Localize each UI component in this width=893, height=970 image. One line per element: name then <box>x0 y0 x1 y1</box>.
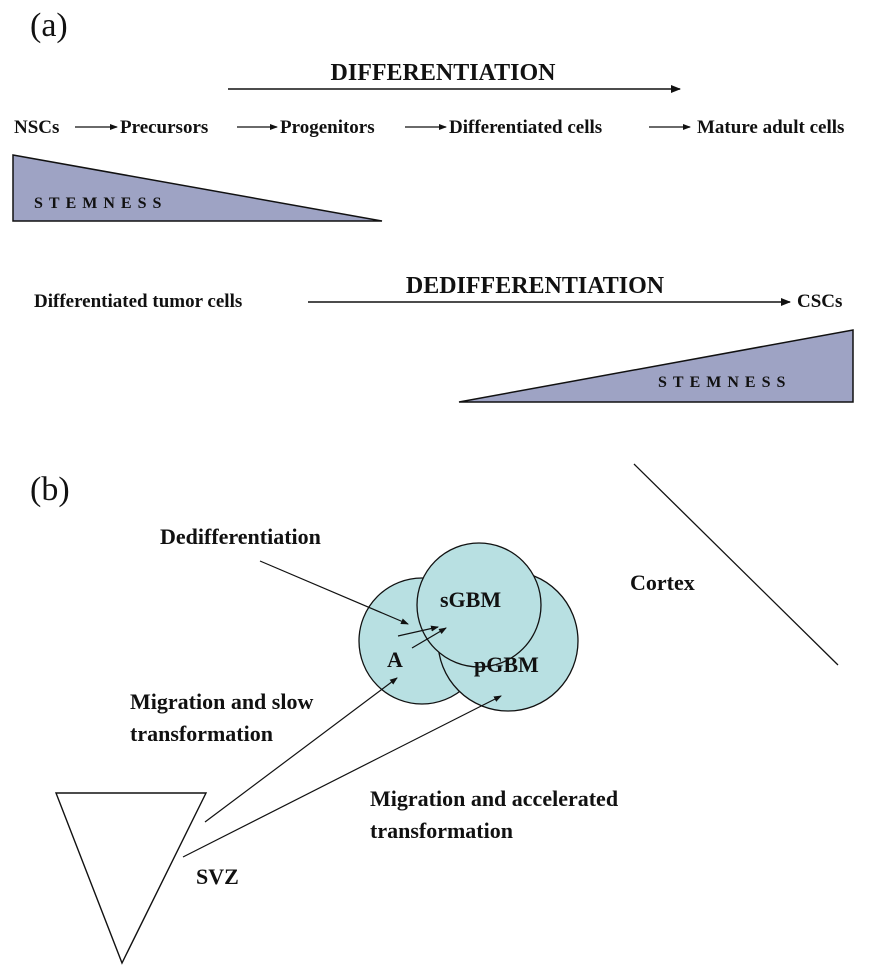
dedifferentiation-label: Dedifferentiation <box>160 524 321 549</box>
accelerated-migration-arrow <box>182 695 502 858</box>
svz-label: SVZ <box>196 864 239 889</box>
stage-nscs: NSCs <box>14 117 59 138</box>
dedifferentiation-pointer-arrow <box>259 560 409 625</box>
dedifferentiation-header: DEDIFFERENTIATION <box>406 273 665 299</box>
pgbm-label: pGBM <box>474 652 539 677</box>
sgbm-label: sGBM <box>440 587 501 612</box>
stemness-wedge-increasing <box>458 329 854 403</box>
panel-a: (a) DIFFERENTIATION NSCs Precursors Prog… <box>12 7 854 403</box>
stemness-label-decreasing: STEMNESS <box>34 195 167 212</box>
stemness-label-increasing: STEMNESS <box>658 374 791 391</box>
panel-a-label: (a) <box>30 7 68 44</box>
circle-sgbm <box>416 542 542 668</box>
differentiated-tumor-cells-label: Differentiated tumor cells <box>34 291 242 312</box>
accelerated-migration-label-line2: transformation <box>370 818 513 843</box>
cortex-label: Cortex <box>630 570 695 595</box>
stage-mature-adult-cells: Mature adult cells <box>697 117 844 138</box>
a-to-sgbm-arrow-1 <box>397 625 439 637</box>
cscs-label: CSCs <box>797 291 842 312</box>
slow-migration-arrow <box>204 677 398 823</box>
a-to-sgbm-arrow-2 <box>411 627 447 649</box>
cortex-boundary-line <box>633 463 839 666</box>
panel-b-label: (b) <box>30 471 70 508</box>
slow-migration-label-line2: transformation <box>130 721 273 746</box>
slow-migration-label-line1: Migration and slow <box>130 689 313 714</box>
differentiation-header: DIFFERENTIATION <box>331 60 557 86</box>
stage-differentiated-cells: Differentiated cells <box>449 117 602 138</box>
stage-precursors: Precursors <box>120 117 208 138</box>
stemness-wedge-decreasing <box>12 154 383 222</box>
stage-progenitors: Progenitors <box>280 117 375 138</box>
a-label: A <box>387 647 403 672</box>
panel-b: (b) Cortex sGBM pGBM A Dedifferentiation… <box>30 463 839 965</box>
accelerated-migration-label-line1: Migration and accelerated <box>370 786 618 811</box>
svz-triangle <box>54 792 208 965</box>
